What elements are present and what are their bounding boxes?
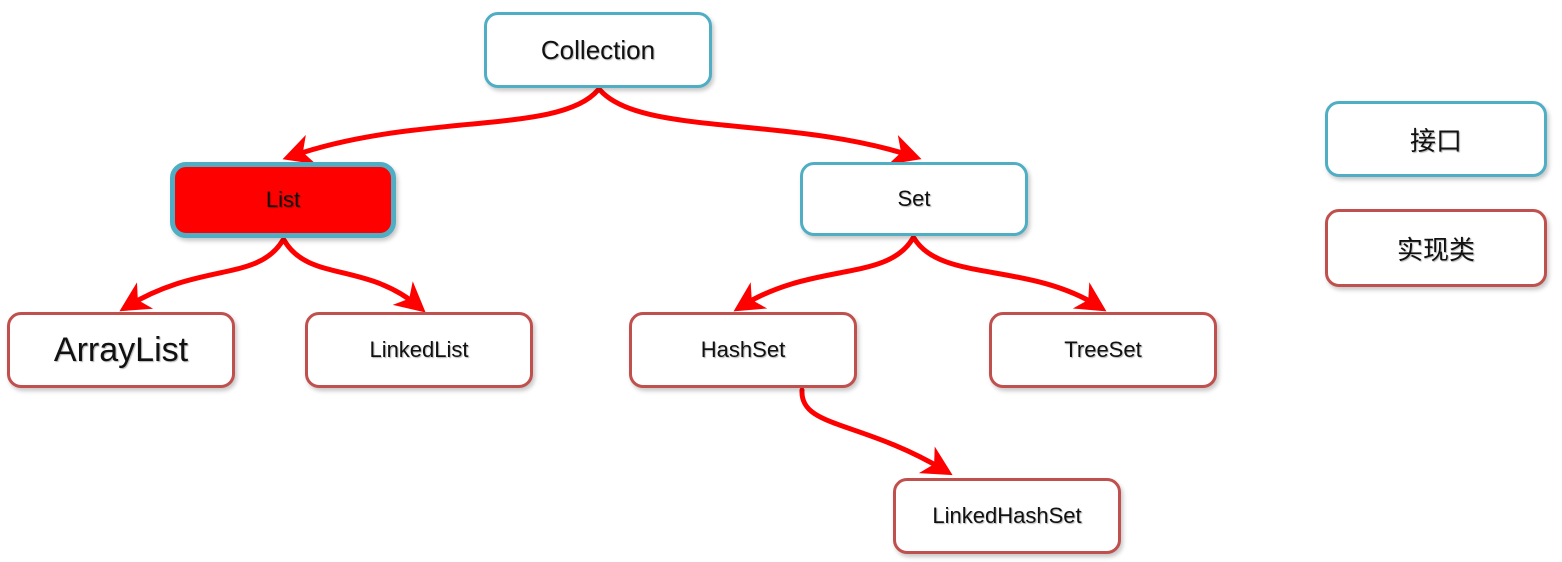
edge-collection-set-curve: [597, 87, 922, 165]
node-set[interactable]: Set: [800, 162, 1028, 236]
edge-list-arraylist: [119, 237, 286, 312]
legend-interface-label: 接口: [1409, 125, 1462, 156]
legend-implementation-label: 实现类: [1396, 234, 1475, 265]
node-collection[interactable]: Collection: [484, 12, 712, 88]
node-hashset-label: HashSet: [700, 337, 786, 362]
node-arraylist-label: ArrayList: [53, 331, 189, 369]
edge-hashset-linkedhashset: [799, 387, 953, 476]
node-linkedlist[interactable]: LinkedList: [305, 312, 533, 388]
node-linkedlist-label: LinkedList: [369, 337, 469, 362]
node-list-label: List: [265, 187, 301, 212]
edge-collection-list: [282, 87, 601, 165]
node-linkedhashset[interactable]: LinkedHashSet: [893, 478, 1121, 554]
node-linkedhashset-label: LinkedHashSet: [932, 503, 1082, 528]
legend-interface[interactable]: 接口: [1325, 101, 1547, 177]
node-treeset[interactable]: TreeSet: [989, 312, 1217, 388]
node-hashset[interactable]: HashSet: [629, 312, 857, 388]
node-arraylist[interactable]: ArrayList: [7, 312, 235, 388]
node-treeset-label: TreeSet: [1064, 337, 1142, 362]
node-set-label: Set: [897, 186, 931, 211]
node-list[interactable]: List: [170, 162, 396, 238]
edge-set-treeset: [911, 235, 1107, 312]
legend-implementation[interactable]: 实现类: [1325, 209, 1547, 287]
edge-set-hashset: [733, 235, 916, 312]
edge-list-linkedlist: [281, 237, 426, 313]
node-collection-label: Collection: [540, 35, 656, 65]
